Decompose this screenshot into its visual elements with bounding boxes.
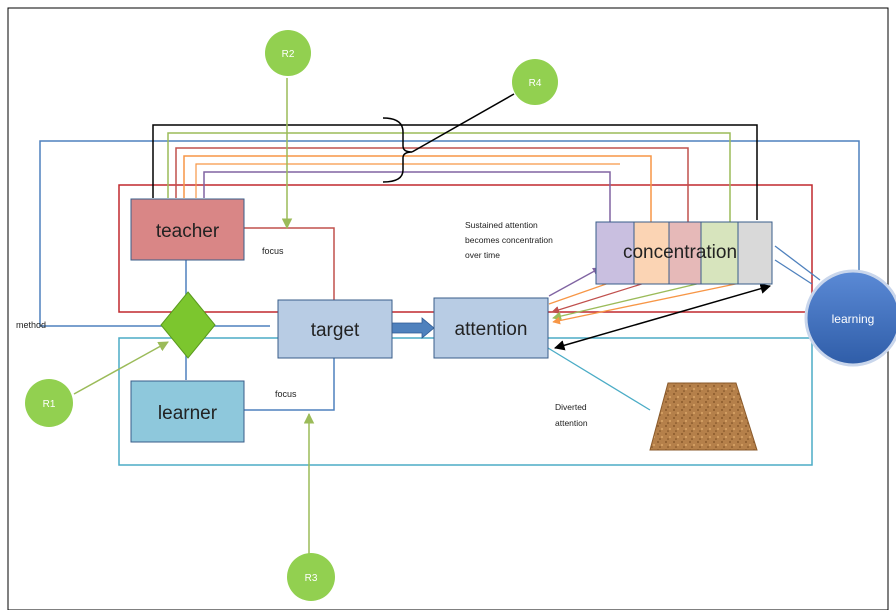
diverted-line-2: attention — [555, 418, 588, 428]
teacher-label: teacher — [156, 221, 220, 242]
r3-marker — [287, 553, 335, 601]
sustained-attention-note: Sustained attention becomes concentratio… — [465, 220, 555, 260]
learner-node — [130, 380, 245, 443]
loop-orange-inner — [195, 163, 620, 198]
sustained-line-2: becomes concentration — [465, 235, 553, 245]
diverted-attention-note: Diverted attention — [555, 402, 589, 428]
r4-connector — [411, 93, 515, 153]
r1-marker — [25, 379, 73, 427]
attention-diverted-link — [547, 347, 651, 411]
r1-arrow — [73, 341, 169, 395]
attention-label: attention — [455, 319, 528, 340]
r4-marker — [512, 59, 558, 105]
sustained-line-3: over time — [465, 250, 500, 260]
r2-marker — [265, 30, 311, 76]
loop-orange — [183, 155, 652, 222]
diverted-line-1: Diverted — [555, 402, 587, 412]
learning-node — [804, 269, 896, 367]
r1-label: R1 — [43, 399, 56, 410]
r4-label: R4 — [529, 78, 542, 89]
learner-label: learner — [158, 403, 218, 424]
target-attention-arrow — [391, 317, 435, 339]
teacher-target-link — [244, 227, 335, 300]
loop-green — [167, 132, 731, 222]
r3-label: R3 — [305, 573, 318, 584]
learning-label: learning — [832, 312, 875, 326]
loop-purple — [203, 171, 611, 222]
concentration-segment-red — [668, 221, 702, 285]
teacher-node — [130, 198, 245, 261]
target-node — [277, 299, 393, 359]
concentration-segment-grey — [737, 221, 773, 285]
loop-red — [175, 147, 689, 222]
diverted-attention-soil — [649, 382, 758, 451]
conc-learning-link-2 — [774, 259, 813, 285]
attention-node — [433, 297, 549, 359]
focus-label-bottom: focus — [275, 389, 297, 399]
sustained-line-1: Sustained attention — [465, 220, 538, 230]
loop-black — [152, 124, 758, 220]
focus-label-top: focus — [262, 246, 284, 256]
concentration-label: concentration — [623, 242, 737, 263]
learner-target-link — [244, 358, 335, 411]
concentration-segment-green — [700, 221, 739, 285]
method-feedback-loop — [39, 140, 860, 327]
r2-label: R2 — [282, 49, 295, 60]
att-conc-black — [553, 283, 772, 351]
concentration-segment-orange — [633, 221, 670, 285]
method-label: method — [16, 320, 46, 330]
concentration-segment-purple — [595, 221, 635, 285]
method-decision-diamond — [160, 291, 216, 359]
conc-learning-link-1 — [774, 245, 821, 281]
target-label: target — [311, 320, 360, 341]
